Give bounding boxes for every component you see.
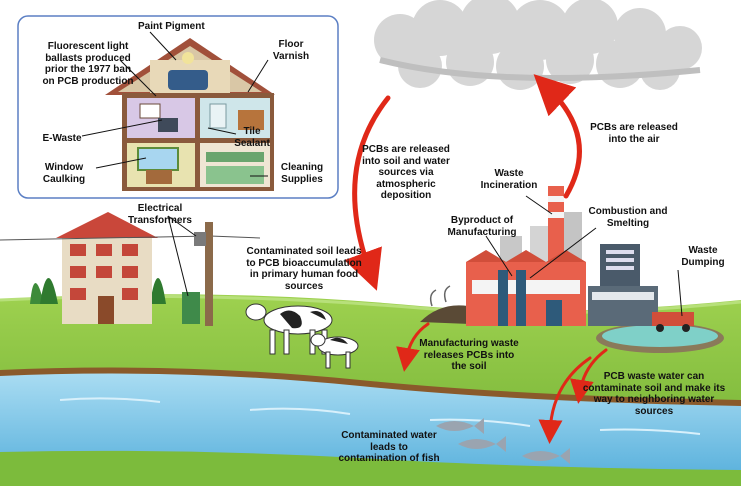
label-waste-incineration: Waste Incineration [480, 168, 538, 191]
label-contaminated-water: Contaminated water leads to contaminatio… [338, 430, 440, 464]
label-released-air: PCBs are released into the air [590, 122, 678, 145]
label-paint-pigment: Paint Pigment [138, 21, 205, 32]
label-electrical-transformers: Electrical Transformers [128, 203, 192, 226]
label-fluorescent-ballasts: Fluorescent light ballasts produced prio… [42, 41, 134, 87]
label-manufacturing-waste: Manufacturing waste releases PCBs into t… [419, 338, 519, 372]
label-contaminated-soil: Contaminated soil leads to PCB bioaccumu… [246, 246, 362, 292]
arrow-pond-to-river [569, 348, 608, 404]
arrow-to-air [533, 74, 582, 199]
arrow-waste-to-soil [396, 322, 430, 372]
label-released-soil-water: PCBs are released into soil and water so… [362, 144, 450, 201]
fish [436, 418, 570, 464]
house-leader-lines [81, 31, 269, 177]
label-e-waste: E-Waste [42, 133, 82, 144]
apartment-building [30, 212, 166, 324]
label-cleaning-supplies: Cleaning Supplies [280, 162, 324, 185]
power-pole [0, 215, 261, 326]
house-panel [17, 15, 339, 199]
arrow-to-fish [538, 356, 592, 444]
factory-leader-lines [485, 195, 683, 317]
arrows [344, 74, 608, 444]
cows [245, 303, 359, 369]
label-byproduct-manufacturing: Byproduct of Manufacturing [447, 215, 517, 238]
waste-pile [420, 285, 478, 324]
label-combustion-smelting: Combustion and Smelting [588, 206, 668, 229]
cloud [374, 0, 702, 90]
arrow-air-to-soil [344, 95, 391, 291]
label-window-caulking: Window Caulking [42, 162, 86, 185]
label-pcb-waste-water: PCB waste water can contaminate soil and… [582, 371, 726, 417]
label-tile-sealant: Tile Sealant [234, 126, 270, 149]
factory [466, 186, 694, 332]
river [0, 367, 741, 486]
pond [596, 323, 724, 353]
label-floor-varnish: Floor Varnish [272, 39, 310, 62]
label-waste-dumping: Waste Dumping [681, 245, 725, 268]
